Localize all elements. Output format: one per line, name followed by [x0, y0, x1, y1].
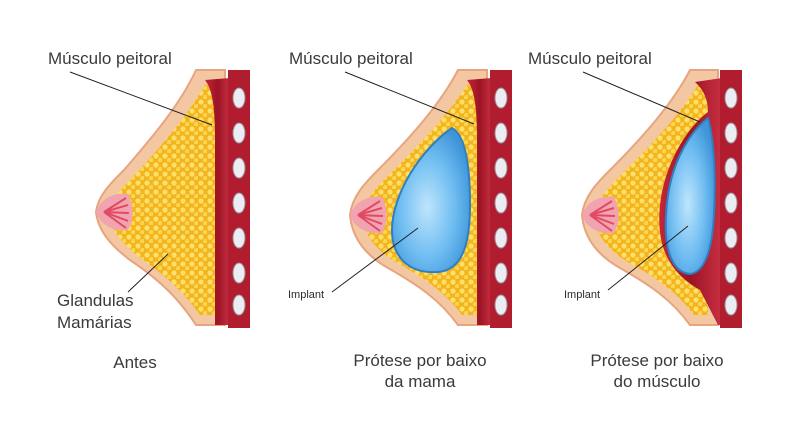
panel-under-muscle: [580, 69, 742, 328]
fat-tissue: [108, 85, 215, 315]
panel-under-breast: [331, 69, 512, 328]
pectoral-muscle: [205, 78, 230, 325]
nipple: [350, 196, 387, 234]
pectoral-muscle: [467, 78, 492, 325]
muscle-label-leader: [344, 71, 475, 125]
gland-label-line1: Glandulas: [57, 291, 134, 310]
caption-under-muscle: Prótese por baixo do músculo: [572, 350, 742, 392]
caption-before-line1: Antes: [113, 353, 157, 372]
muscle-label-under-muscle: Músculo peitoral: [528, 49, 652, 68]
nipple: [96, 193, 133, 231]
implant: [390, 126, 472, 274]
caption-under-breast: Prótese por baixo da mama: [335, 350, 505, 392]
caption-under-muscle-line2: do músculo: [613, 372, 701, 391]
ribs: [494, 87, 508, 316]
caption-under-breast-line2: da mama: [384, 372, 456, 391]
nipple: [582, 196, 619, 234]
gland-label-leader: [127, 253, 169, 293]
caption-under-muscle-line1: Prótese por baixo: [590, 351, 724, 370]
muscle-label-before: Músculo peitoral: [48, 49, 172, 68]
implant-label-under-muscle: Implant: [564, 289, 601, 301]
muscle-label-under-breast: Músculo peitoral: [289, 49, 413, 68]
implant-label-under-breast: Implant: [288, 289, 325, 301]
ribs: [724, 87, 738, 316]
muscle-label-leader: [582, 71, 701, 123]
muscle-label-leader: [69, 71, 213, 126]
implant-label-leader: [331, 227, 419, 293]
panel-before: [69, 69, 250, 328]
caption-before: Antes: [95, 352, 175, 373]
implant: [664, 116, 716, 276]
gland-label-line2: Mamárias: [57, 313, 132, 332]
implant-label-leader: [607, 225, 689, 291]
caption-under-breast-line1: Prótese por baixo: [353, 351, 487, 370]
ribs: [232, 87, 246, 316]
